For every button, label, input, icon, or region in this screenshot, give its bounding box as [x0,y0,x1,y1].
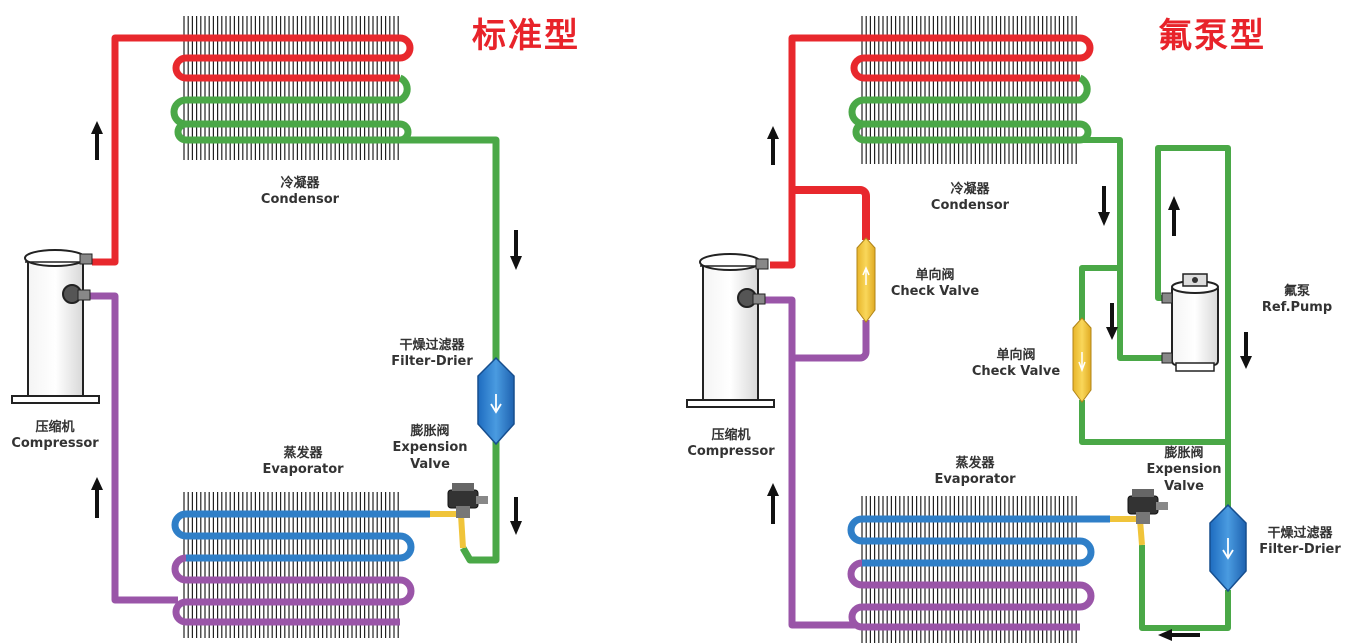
left-expansion-valve-cn: 膨胀阀 [410,424,450,439]
left-discharge-line [92,34,178,266]
left-arrow-up-1 [91,121,103,160]
left-title: 标准型 [472,16,580,56]
right-condenser-cn: 冷凝器 [950,182,990,197]
left-flow-arrows [91,121,522,535]
left-expansion-valve-en2: Valve [410,456,450,472]
right-expansion-valve-en2: Valve [1164,478,1204,494]
left-diagram [11,16,522,638]
right-compressor-label: 压缩机 Compressor [676,428,786,461]
right-check-valve-1-label: 单向阀 Check Valve [880,268,990,301]
left-compressor [11,249,100,404]
right-title: 氟泵型 [1158,16,1266,56]
right-arrow-up-1 [767,126,779,165]
right-expansion-valve [1127,489,1168,524]
right-filter-drier-label: 干燥过滤器 Filter-Drier [1250,526,1350,559]
left-compressor-en: Compressor [11,436,99,452]
left-condenser-coil-hot [172,34,414,82]
left-condenser-return [174,120,412,144]
left-compressor-label: 压缩机 Compressor [0,420,110,453]
right-arrow-down-1 [1098,186,1110,226]
left-arrow-down-2 [510,497,522,535]
right-check-valve-1-en: Check Valve [890,284,980,300]
right-check-valve-2-en: Check Valve [971,364,1061,380]
right-ref-pump-label: 氟泵 Ref.Pump [1252,284,1342,317]
right-arrow-down-2 [1106,303,1118,340]
right-arrow-left [1158,629,1200,641]
left-evaporator-coil-blue [171,510,430,562]
right-bypass-line [1079,265,1228,445]
left-evaporator-coil-purple [171,554,415,626]
left-condenser-coil-liquid [170,74,411,128]
right-check-valve-1-outlet [792,320,870,362]
right-check-valve-1 [856,237,876,323]
left-compressor-cn: 压缩机 [35,420,75,435]
right-arrow-up-3 [1168,196,1180,236]
right-liquid-line [1080,137,1165,361]
right-discharge-line [770,34,856,269]
left-expansion-valve [447,483,488,518]
right-ref-pump [1161,273,1219,372]
right-evaporator-en: Evaporator [934,472,1016,488]
right-compressor-cn: 压缩机 [711,428,751,443]
right-expansion-valve-cn: 膨胀阀 [1164,446,1204,461]
left-expansion-valve-en1: Expension [392,440,468,456]
left-expansion-valve-line [430,511,466,549]
right-evaporator-coil-blue [847,515,1110,567]
right-filter-drier [1209,503,1247,593]
right-evaporator-cn: 蒸发器 [955,456,995,471]
left-filter-drier-cn: 干燥过滤器 [399,338,465,353]
left-evaporator-cn: 蒸发器 [283,446,323,461]
right-ref-pump-cn: 氟泵 [1283,284,1310,299]
right-diagram [686,16,1252,643]
right-arrow-up-2 [767,483,779,524]
right-check-valve-2 [1072,317,1092,403]
right-expansion-valve-en1: Expension [1146,462,1222,478]
right-check-valve-2-label: 单向阀 Check Valve [962,348,1070,381]
left-evaporator-en: Evaporator [262,462,344,478]
left-liquid-line [400,136,500,362]
left-filter-drier-en: Filter-Drier [391,354,473,370]
right-compressor-en: Compressor [687,444,775,460]
right-condenser-en: Condensor [930,198,1010,214]
right-pump-loop [1155,145,1231,510]
left-filter-drier-label: 干燥过滤器 Filter-Drier [382,338,482,371]
right-expansion-valve-label: 膨胀阀 Expension Valve [1134,446,1234,495]
right-compressor [686,253,775,408]
left-condenser-label: 冷凝器 Condensor [240,176,360,209]
left-arrow-down-1 [510,230,522,270]
left-filter-drier [477,356,515,446]
right-filter-drier-cn: 干燥过滤器 [1267,526,1333,541]
left-liquid-line-to-valve [459,440,500,564]
left-suction-line [90,292,178,604]
right-condenser-return [852,120,1092,144]
left-condenser-cn: 冷凝器 [280,176,320,191]
right-discharge-branch [792,186,870,240]
left-arrow-up-2 [91,477,103,518]
right-flow-arrows [767,126,1252,641]
right-suction-line [765,296,856,629]
left-expansion-valve-label: 膨胀阀 Expension Valve [380,424,480,473]
right-condenser-label: 冷凝器 Condensor [910,182,1030,215]
right-check-valve-2-cn: 单向阀 [996,348,1036,363]
right-ref-pump-en: Ref.Pump [1261,300,1333,316]
right-evaporator-coil-purple [847,559,1095,631]
right-liquid-line-to-valve [1139,545,1231,631]
right-evaporator-label: 蒸发器 Evaporator [920,456,1030,489]
right-filter-drier-en: Filter-Drier [1259,542,1341,558]
right-condenser-coil-hot [850,34,1094,82]
right-condenser-coil-liquid [848,74,1091,128]
right-arrow-down-3 [1240,332,1252,369]
right-check-valve-1-cn: 单向阀 [915,268,955,283]
left-condenser-en: Condensor [260,192,340,208]
left-evaporator-label: 蒸发器 Evaporator [248,446,358,479]
